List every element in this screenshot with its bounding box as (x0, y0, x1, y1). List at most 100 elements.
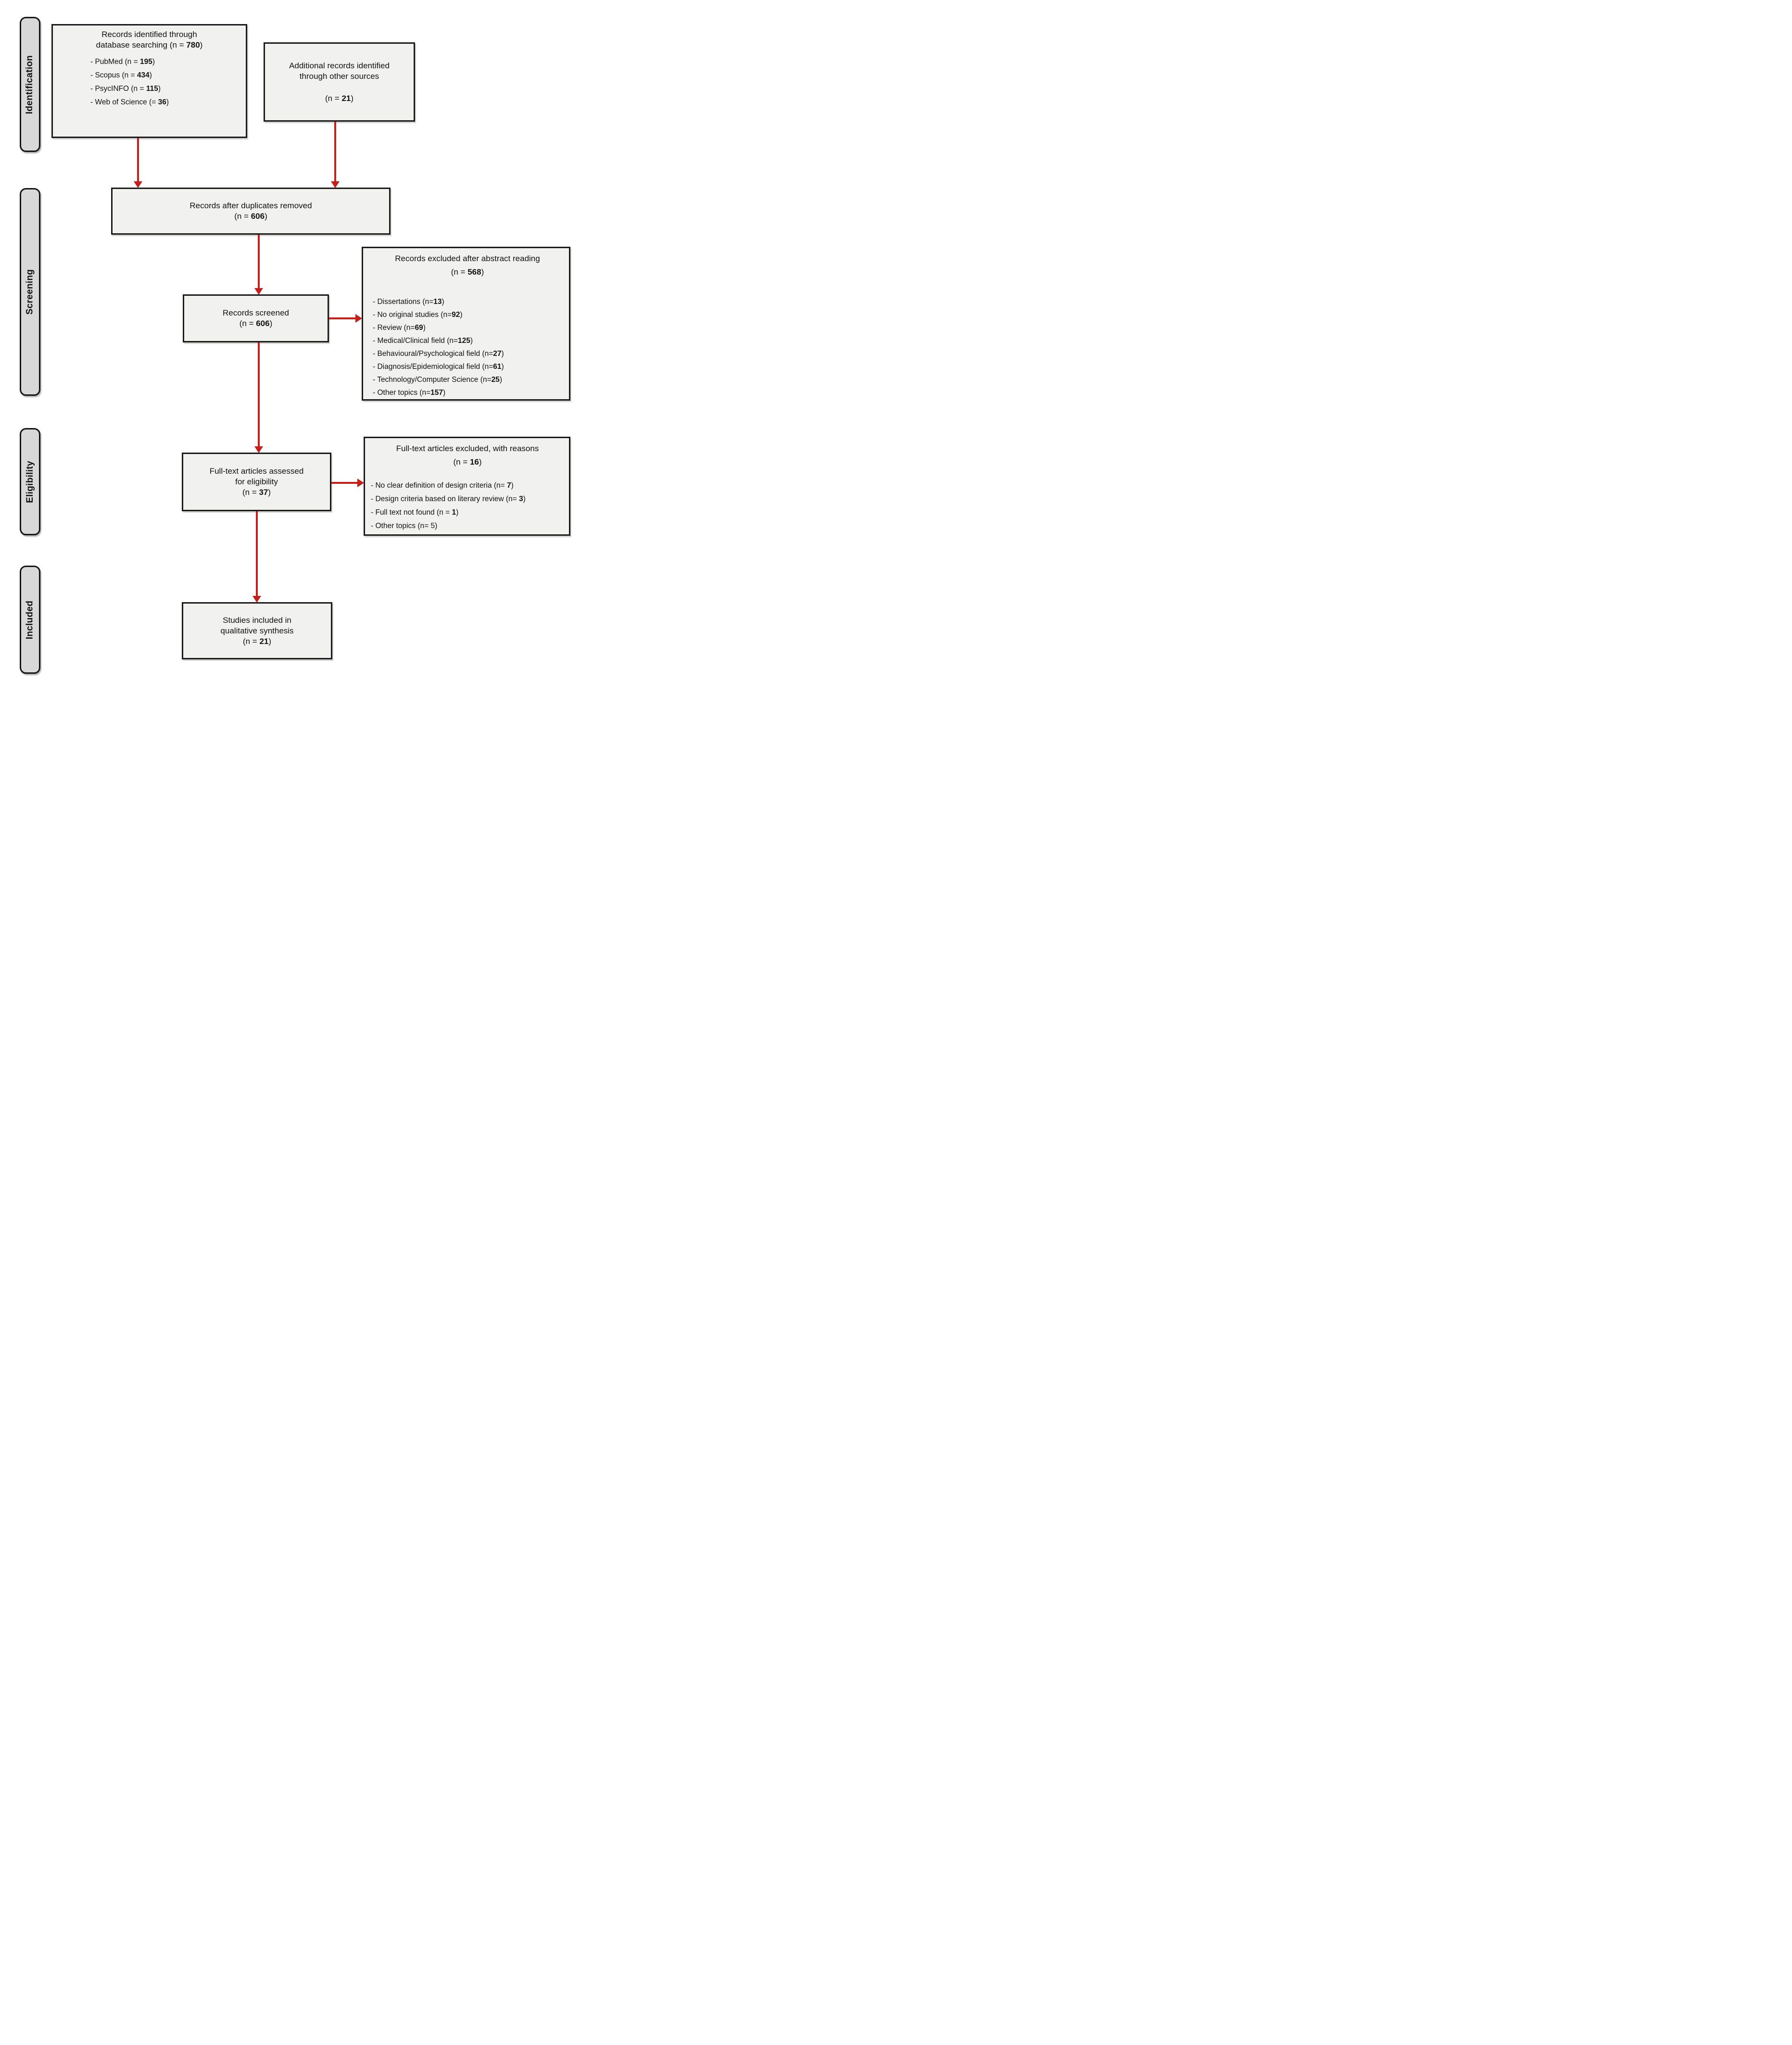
arrow-fulltext-to-included-head (252, 596, 261, 603)
stage-identification: Identification (20, 17, 40, 152)
list-item-text-post: ) (158, 85, 161, 93)
count-value: 21 (259, 636, 269, 646)
list-item-text: - Medical/Clinical field (n= (373, 337, 458, 345)
stage-included: Included (20, 566, 40, 674)
box-fulltext-assessed-title-line2: for eligibility (235, 477, 278, 486)
arrow-identified-to-duplicates-shaft (137, 138, 139, 182)
title-count: 780 (186, 40, 200, 50)
stage-identification-label: Identification (25, 55, 35, 114)
box-additional-records: Additional records identified through ot… (264, 42, 415, 122)
count-text: (n = (451, 267, 468, 277)
count-value: 568 (467, 267, 481, 277)
arrow-duplicates-to-screened-shaft (258, 235, 260, 289)
list-item-text: - Dissertations (n= (373, 298, 434, 306)
list-item-text-post: ) (423, 324, 426, 332)
box-duplicates-removed: Records after duplicates removed (n = 60… (111, 188, 391, 235)
list-item-text-post: ) (443, 389, 446, 397)
list-item-text: - No original studies (n= (373, 311, 452, 319)
box-records-screened-count: (n = 606) (240, 318, 273, 329)
arrow-fulltext-to-excluded-shaft (331, 482, 358, 484)
box-records-screened-title: Records screened (223, 308, 289, 317)
box-duplicates-removed-count: (n = 606) (234, 211, 267, 222)
list-item-count: 195 (139, 58, 152, 66)
list-item-text-post: ) (442, 298, 444, 306)
list-item-count: 1 (452, 508, 456, 517)
box-excluded-abstract-count: (n = 568) (373, 265, 562, 279)
stage-eligibility-label: Eligibility (25, 460, 35, 503)
count-text-post: ) (268, 636, 272, 646)
count-value: 16 (469, 457, 479, 467)
list-item-count: 61 (493, 363, 502, 371)
list-item-text-post: ) (460, 311, 463, 319)
list-item: - Review (n=69) (373, 321, 562, 334)
count-text: (n = (242, 488, 259, 497)
box-fulltext-excluded: Full-text articles excluded, with reason… (364, 437, 570, 536)
count-value: 606 (251, 212, 265, 221)
arrow-fulltext-to-excluded-head (357, 479, 364, 487)
stage-screening: Screening (20, 188, 40, 396)
list-item-count: 7 (507, 481, 511, 490)
database-list: - PubMed (n = 195) - Scopus (n = 434) - … (90, 57, 246, 107)
box-studies-included-title-line1: Studies included in (223, 615, 291, 625)
arrow-additional-to-duplicates-head (331, 181, 340, 188)
list-item-text-post: ) (511, 481, 514, 490)
list-item: - Design criteria based on literary revi… (371, 492, 564, 506)
box-fulltext-excluded-count: (n = 16) (371, 455, 564, 469)
list-item-text-post: ) (499, 376, 502, 384)
list-item-text: - Review (n= (373, 324, 415, 332)
list-item: - Medical/Clinical field (n=125) (373, 334, 562, 347)
list-item-text: - PubMed (n = (90, 58, 140, 66)
count-text-post: ) (265, 212, 267, 221)
box-fulltext-assessed: Full-text articles assessed for eligibil… (182, 453, 331, 511)
list-item-count: 27 (493, 350, 502, 358)
list-item-count: 157 (430, 389, 443, 397)
list-item-text: - Diagnosis/Epidemiological field (n= (373, 363, 493, 371)
box-records-identified: Records identified through database sear… (51, 24, 247, 138)
arrow-screened-to-fulltext-head (254, 446, 263, 453)
count-value: 37 (259, 488, 268, 497)
prisma-flow-diagram: Identification Screening Eligibility Inc… (0, 0, 597, 682)
list-item: - No clear definition of design criteria… (371, 479, 564, 492)
count-value: 606 (256, 319, 270, 328)
list-item-count: 92 (452, 311, 460, 319)
list-item: - PsycINFO (n = 115) (90, 84, 246, 93)
count-text-post: ) (351, 93, 354, 103)
list-item: - Web of Science (= 36) (90, 98, 246, 107)
list-item-count: 13 (433, 298, 442, 306)
list-item-count: 69 (415, 324, 423, 332)
stage-included-label: Included (25, 600, 35, 639)
count-text: (n = (325, 93, 342, 103)
arrow-screened-to-excluded-head (355, 314, 362, 323)
list-item-count: 25 (491, 376, 500, 384)
list-item-text-post: ) (149, 71, 152, 79)
list-item-count: 3 (518, 495, 523, 503)
arrow-additional-to-duplicates-shaft (334, 122, 336, 182)
box-fulltext-excluded-title: Full-text articles excluded, with reason… (396, 444, 539, 453)
count-text-post: ) (268, 488, 271, 497)
list-item: - Other topics (n= 5) (371, 519, 564, 533)
list-item: - Behavioural/Psychological field (n=27) (373, 347, 562, 360)
box-fulltext-assessed-count: (n = 37) (242, 487, 271, 498)
list-item-text: - Other topics (n= (373, 389, 431, 397)
arrow-duplicates-to-screened-head (254, 288, 263, 295)
box-additional-records-title-line1: Additional records identified (289, 61, 390, 70)
list-item: - Scopus (n = 434) (90, 71, 246, 80)
list-item-text: - Scopus (n = (90, 71, 137, 79)
list-item: - PubMed (n = 195) (90, 57, 246, 66)
count-text: (n = (234, 212, 251, 221)
list-item: - Diagnosis/Epidemiological field (n=61) (373, 360, 562, 373)
list-item-count: 36 (158, 98, 166, 106)
arrow-fulltext-to-included-shaft (256, 511, 258, 596)
list-item: - Full text not found (n = 1) (371, 506, 564, 519)
box-records-screened: Records screened (n = 606) (183, 294, 329, 342)
box-studies-included-title-line2: qualitative synthesis (220, 626, 294, 635)
title-text: database searching (n = (96, 40, 187, 50)
box-excluded-abstract-title: Records excluded after abstract reading (395, 254, 540, 263)
box-records-identified-title-line2: database searching (n = 780) (53, 40, 246, 50)
list-item-count: 115 (146, 85, 158, 93)
fulltext-exclusion-reason-list: - No clear definition of design criteria… (371, 479, 564, 533)
list-item-text-post: ) (501, 363, 504, 371)
list-item-count: 434 (137, 71, 150, 79)
title-text-post: ) (200, 40, 203, 50)
stage-eligibility: Eligibility (20, 428, 40, 535)
